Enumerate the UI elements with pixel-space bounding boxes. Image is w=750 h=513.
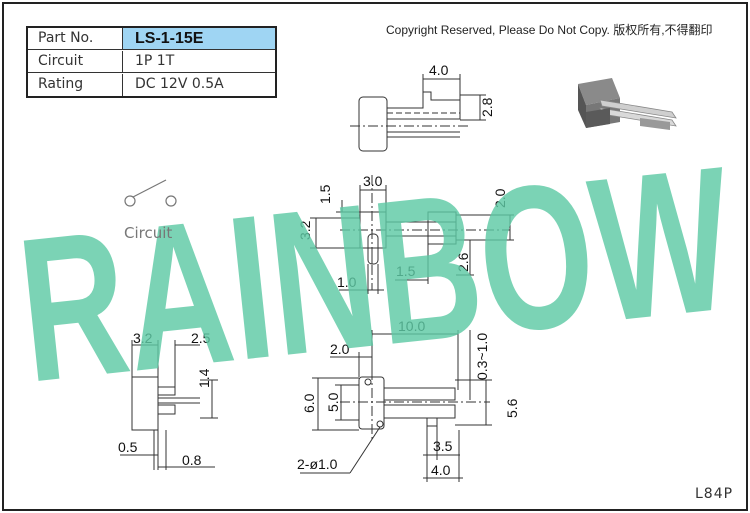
circuit-terminal-right: [165, 195, 177, 207]
rating-label: Rating: [28, 74, 123, 96]
bottom-view: [300, 330, 492, 482]
dim-side-1-0: 1.0: [337, 274, 357, 290]
top-view: [350, 74, 486, 152]
dim-side-3-2: 3.2: [297, 220, 313, 240]
dim-front-1-4: 1.4: [196, 368, 212, 388]
dim-bottom-5-0: 5.0: [325, 392, 341, 412]
dim-hole-spec: 2-ø1.0: [297, 456, 338, 472]
dim-side-2-6: 2.6: [455, 252, 471, 272]
dim-top-height: 2.8: [479, 97, 495, 117]
dim-side-1-5-vertical: 1.5: [317, 184, 333, 204]
copyright-notice: Copyright Reserved, Please Do Not Copy. …: [386, 23, 713, 37]
circuit-diagram-label: Circuit: [124, 224, 173, 242]
dim-bottom-10-0: 10.0: [398, 318, 425, 334]
spec-row-circuit: Circuit 1P 1T: [28, 51, 275, 73]
rating-value: DC 12V 0.5A: [135, 76, 224, 92]
front-view: [120, 340, 218, 470]
dim-side-1-5-horizontal: 1.5: [396, 263, 416, 279]
dim-top-width: 4.0: [429, 62, 449, 78]
mounting-hole-bottom: [376, 420, 384, 428]
part-no-label: Part No.: [28, 28, 123, 49]
part-no-value: LS-1-15E: [123, 28, 275, 49]
circuit-schematic: [124, 179, 177, 207]
model-code: L84P: [695, 486, 734, 502]
top-view-body: [387, 91, 461, 120]
circuit-terminal-left: [124, 195, 136, 207]
side-view-actuator: [367, 233, 379, 265]
circuit-label: Circuit: [28, 51, 123, 72]
dim-front-2-5: 2.5: [191, 330, 211, 346]
dim-front-3-2: 3.2: [133, 330, 153, 346]
circuit-switch-arm: [132, 179, 167, 198]
product-3d-render: [578, 78, 677, 130]
dim-bottom-3-5: 3.5: [433, 438, 453, 454]
dim-side-2-0: 2.0: [492, 188, 508, 208]
mounting-hole-top: [364, 378, 372, 386]
dim-bottom-2-0: 2.0: [330, 341, 350, 357]
dim-front-0-8: 0.8: [182, 452, 202, 468]
spec-table: Part No. LS-1-15E Circuit 1P 1T Rating D…: [26, 26, 277, 98]
circuit-value: 1P 1T: [135, 53, 175, 69]
spec-row-part-no: Part No. LS-1-15E: [28, 28, 275, 50]
dim-bottom-5-6: 5.6: [504, 398, 520, 418]
side-view: [310, 175, 514, 294]
dimension-labels: 4.0 2.8 3.0 1.5 3.2 2.0 2.6 1.5 1.0 3.2 …: [118, 62, 520, 478]
dim-bottom-range: 0.3~1.0: [474, 333, 490, 380]
dim-side-3-0: 3.0: [363, 173, 383, 189]
rainbow-watermark: RAINBOW: [10, 123, 742, 425]
dim-bottom-6-0: 6.0: [301, 393, 317, 413]
dim-bottom-4-0: 4.0: [431, 462, 451, 478]
spec-row-rating: Rating DC 12V 0.5A: [28, 74, 275, 96]
dim-front-0-5: 0.5: [118, 439, 138, 455]
top-view-cap: [358, 96, 388, 152]
